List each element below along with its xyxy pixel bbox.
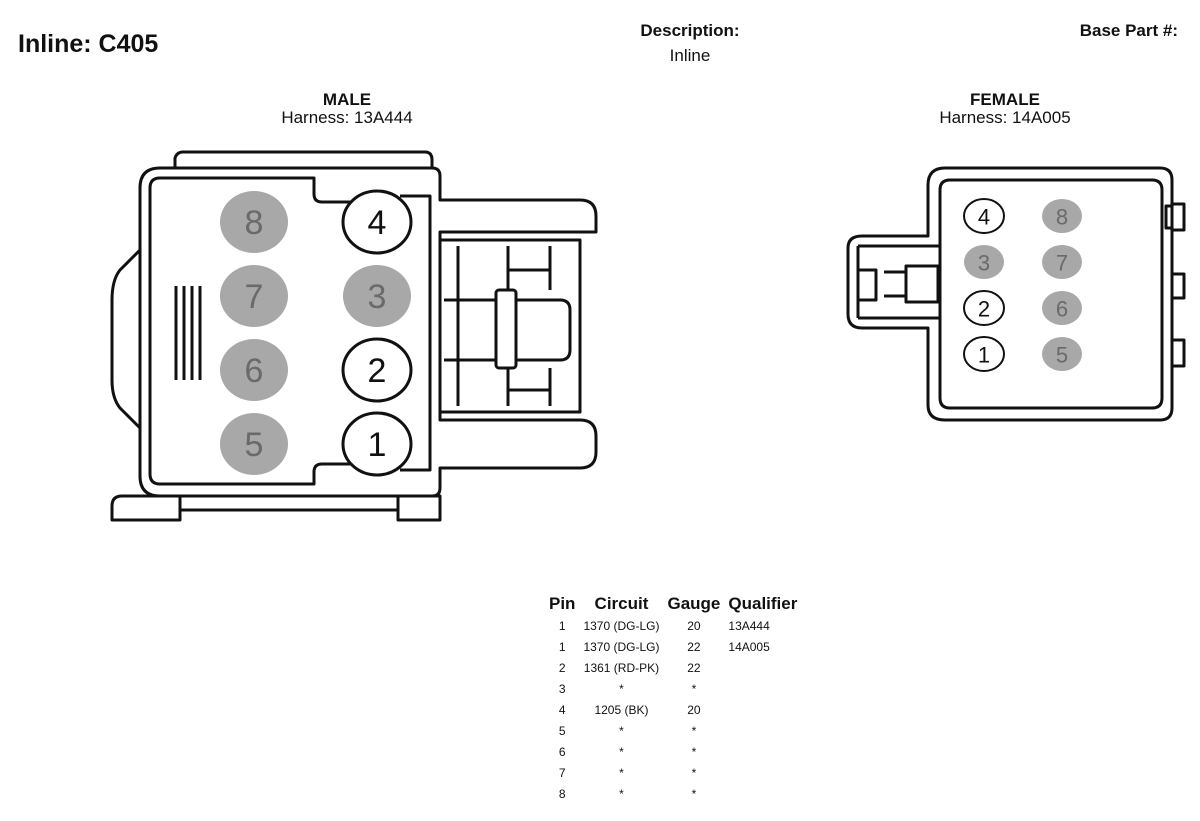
pin-cell: 4 (558, 702, 566, 717)
female-pin-6-circle (1042, 291, 1082, 325)
male-pin-7-label: 7 (245, 278, 264, 316)
male-pin-2-circle (341, 337, 413, 403)
table-row: 5 * * (545, 720, 801, 741)
gauge-cell: * (691, 786, 697, 801)
female-pin-5-label: 5 (1056, 343, 1068, 368)
table-row: 7 * * (545, 762, 801, 783)
female-pin-4-label: 4 (978, 205, 990, 230)
male-pin-6-circle (220, 339, 288, 401)
circuit-cell: * (619, 744, 624, 759)
male-pin-8-circle (220, 191, 288, 253)
male-pin-4-circle (341, 189, 413, 255)
female-pin-2-label: 2 (978, 297, 990, 322)
male-harness: Harness: 13A444 (281, 108, 413, 127)
gauge-cell: * (691, 765, 697, 780)
female-connector (846, 166, 1186, 422)
pin-cell: 5 (558, 723, 566, 738)
female-harness: Harness: 14A005 (939, 108, 1071, 127)
male-connector (110, 150, 598, 522)
female-pin-8-label: 8 (1056, 205, 1068, 230)
circuit-cell: 1205 (BK) (594, 702, 649, 717)
description-label: Description: (640, 21, 740, 40)
female-pin-2-circle (963, 290, 1005, 326)
qualifier-cell (724, 762, 801, 783)
female-pin-8-circle (1042, 199, 1082, 233)
male-pin-1-circle (341, 411, 413, 477)
qualifier-cell (724, 699, 801, 720)
gauge-cell: * (691, 744, 697, 759)
male-pin-5-circle (220, 413, 288, 475)
pin-cell: 2 (558, 660, 566, 675)
gauge-column-header: Gauge (667, 594, 721, 613)
qualifier-cell (724, 720, 801, 741)
table-row: 1 1370 (DG-LG) 20 13A444 (545, 615, 801, 636)
pin-cell: 1 (558, 618, 566, 633)
table-row: 6 * * (545, 741, 801, 762)
circuit-cell: * (619, 765, 624, 780)
female-title: FEMALE (970, 90, 1040, 109)
gauge-cell: 20 (687, 702, 701, 717)
female-pin-grid: 4 8 3 7 2 6 1 5 (963, 198, 1082, 372)
table-row: 2 1361 (RD-PK) 22 (545, 657, 801, 678)
gauge-cell: 22 (687, 639, 701, 654)
gauge-cell: * (691, 681, 697, 696)
male-pin-5-label: 5 (245, 426, 264, 464)
table-header-row: Pin Circuit Gauge Qualifier (545, 593, 801, 615)
table-row: 8 * * (545, 783, 801, 804)
connector-title: Inline: C405 (18, 30, 159, 58)
qualifier-cell (724, 783, 801, 804)
female-pin-4-circle (963, 198, 1005, 234)
pin-column-header: Pin (549, 594, 576, 613)
gauge-cell: 20 (687, 618, 701, 633)
qualifier-column-header: Qualifier (728, 594, 798, 613)
qualifier-cell (724, 657, 801, 678)
circuit-cell: 1361 (RD-PK) (583, 660, 660, 675)
circuit-cell: 1370 (DG-LG) (583, 618, 660, 633)
female-pin-1-label: 1 (978, 343, 990, 368)
pin-table: Pin Circuit Gauge Qualifier 1 1370 (DG-LG… (545, 593, 801, 804)
table-row: 3 * * (545, 678, 801, 699)
gauge-cell: 22 (687, 660, 701, 675)
female-pin-6-label: 6 (1056, 297, 1068, 322)
pin-cell: 7 (558, 765, 566, 780)
circuit-cell: * (619, 786, 624, 801)
circuit-cell: 1370 (DG-LG) (583, 639, 660, 654)
female-pin-3-label: 3 (978, 251, 990, 276)
female-pin-5-circle (1042, 337, 1082, 371)
table-row: 4 1205 (BK) 20 (545, 699, 801, 720)
pin-cell: 8 (558, 786, 566, 801)
qualifier-cell (724, 678, 801, 699)
male-pin-6-label: 6 (245, 352, 264, 390)
circuit-cell: * (619, 723, 624, 738)
pin-cell: 6 (558, 744, 566, 759)
female-pin-7-label: 7 (1056, 251, 1068, 276)
male-pin-4-label: 4 (368, 204, 387, 242)
gauge-cell: * (691, 723, 697, 738)
male-title: MALE (322, 90, 372, 109)
male-pin-grid: 8 4 7 3 6 2 5 1 (220, 189, 413, 477)
female-pin-3-circle (964, 245, 1004, 279)
male-pin-8-label: 8 (245, 204, 264, 242)
pin-cell: 3 (558, 681, 566, 696)
female-pin-7-circle (1042, 245, 1082, 279)
male-pin-3-circle (343, 265, 411, 327)
female-pin-1-circle (963, 336, 1005, 372)
male-pin-7-circle (220, 265, 288, 327)
table-row: 1 1370 (DG-LG) 22 14A005 (545, 636, 801, 657)
pin-cell: 1 (558, 639, 566, 654)
circuit-column-header: Circuit (594, 594, 649, 613)
qualifier-cell: 14A005 (728, 639, 770, 654)
circuit-cell: * (619, 681, 624, 696)
male-pin-1-label: 1 (368, 426, 387, 464)
qualifier-cell: 13A444 (728, 618, 770, 633)
qualifier-cell (724, 741, 801, 762)
male-pin-2-label: 2 (368, 352, 387, 390)
description-value: Inline (669, 46, 711, 65)
base-part-label: Base Part #: (1079, 21, 1178, 40)
male-pin-3-label: 3 (368, 278, 387, 316)
